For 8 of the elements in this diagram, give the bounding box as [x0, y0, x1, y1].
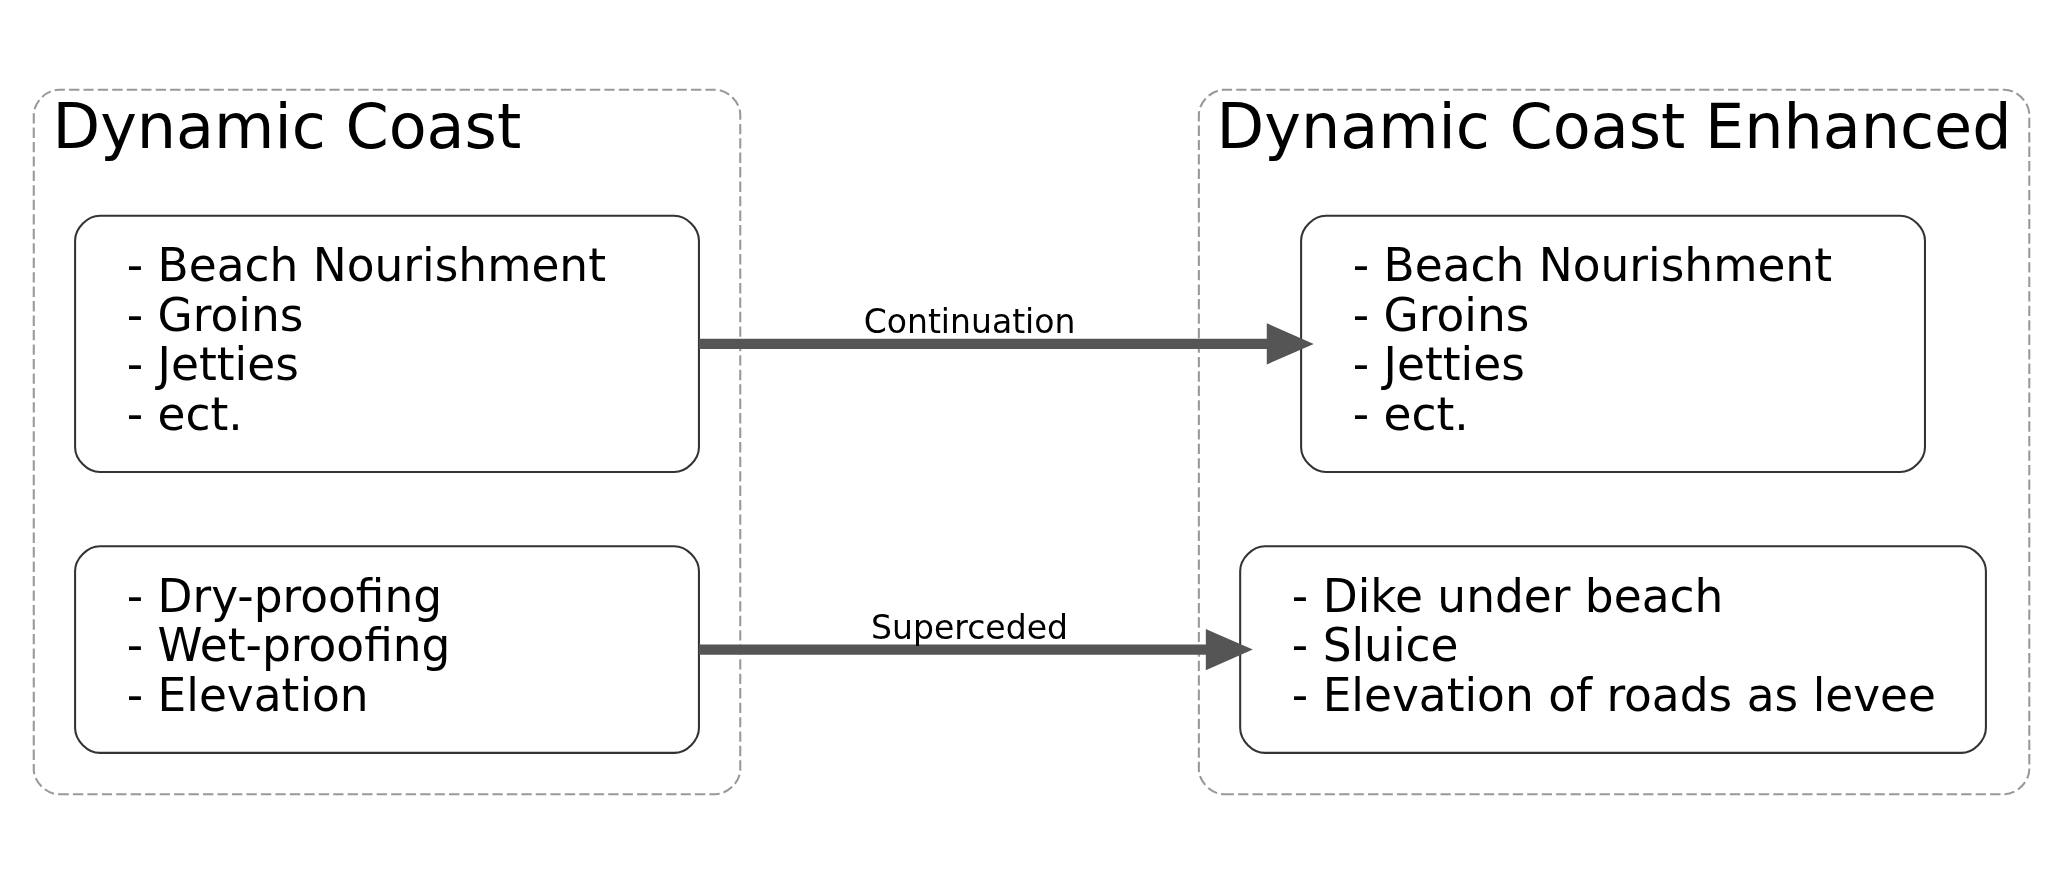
node-box: - Beach Nourishment - Groins - Jetties - ect. [74, 214, 700, 473]
node-box: - Dry-proofing - Wet-proofing - Elevation [74, 544, 700, 754]
node-box: - Dike under beach - Sluice - Elevation of roads as levee [1239, 544, 1987, 754]
arrow [699, 322, 1314, 364]
edge-label: Superceded [871, 607, 1069, 647]
node-box: - Beach Nourishment - Groins - Jetties - ect. [1300, 214, 1926, 473]
arrow [699, 628, 1253, 670]
edge-label: Continuation [863, 301, 1076, 341]
